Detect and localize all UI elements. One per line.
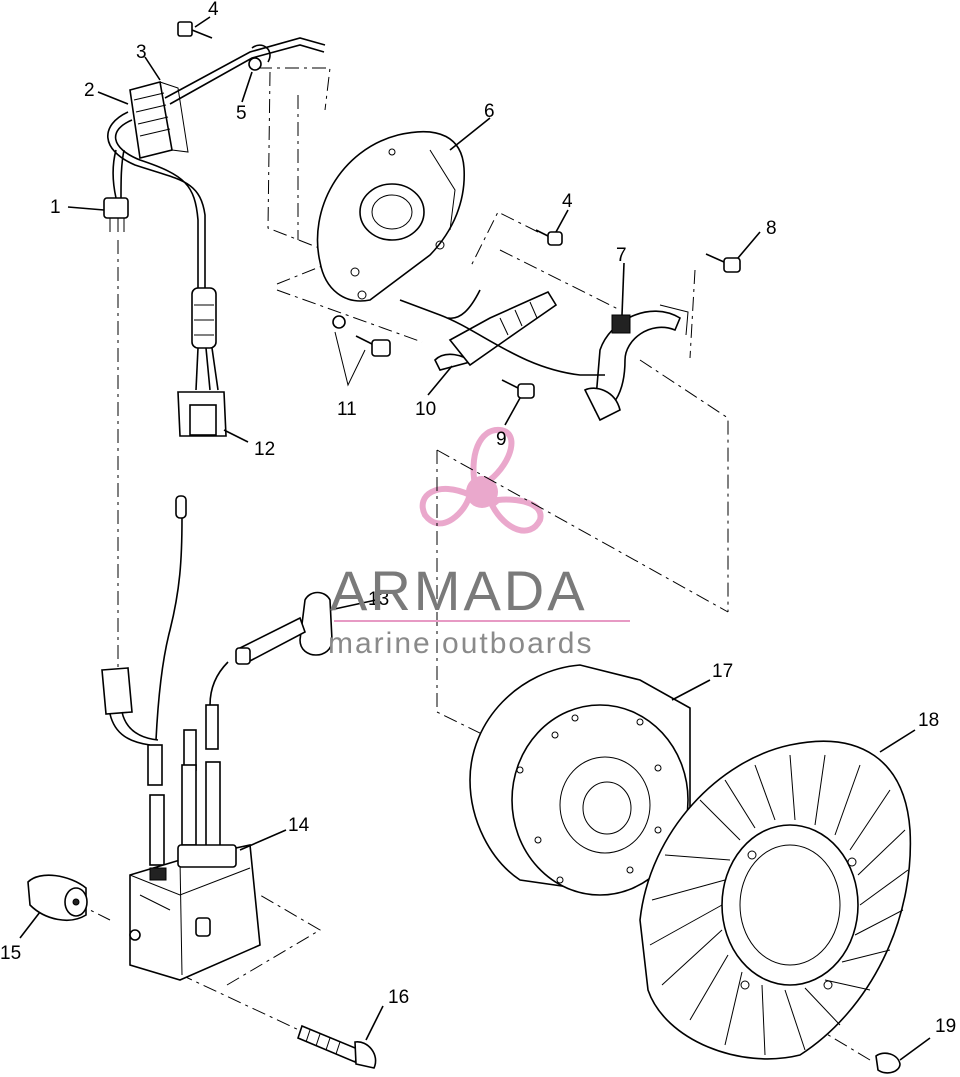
screw-part-19 bbox=[875, 1052, 901, 1074]
stator-plate-part-6 bbox=[316, 130, 465, 302]
bolt-part-16 bbox=[297, 1024, 377, 1069]
fan-part-18 bbox=[639, 740, 912, 1060]
connector-part-1 bbox=[103, 149, 129, 232]
propeller-logo-icon bbox=[419, 426, 544, 534]
watermark-subtitle: marine outboards bbox=[328, 627, 594, 660]
callout-3: 3 bbox=[136, 42, 147, 63]
callout-6: 6 bbox=[484, 101, 495, 122]
callout-16: 16 bbox=[388, 987, 410, 1008]
callout-17: 17 bbox=[712, 661, 734, 682]
callout-8: 8 bbox=[766, 218, 777, 239]
callout-19: 19 bbox=[935, 1016, 957, 1037]
cdi-leads bbox=[147, 704, 221, 866]
fan-fins bbox=[649, 754, 909, 1056]
screw-part-8 bbox=[705, 253, 741, 273]
cdi-unit-part-14 bbox=[129, 844, 261, 981]
callout-5: 5 bbox=[236, 103, 247, 124]
watermark-divider bbox=[334, 620, 630, 622]
callout-11: 11 bbox=[337, 399, 357, 420]
callout-4-top: 4 bbox=[208, 0, 219, 20]
callout-1: 1 bbox=[50, 197, 61, 218]
regulator-part-2 bbox=[129, 81, 189, 159]
cdi-connector bbox=[101, 667, 159, 746]
flywheel-part-17 bbox=[469, 664, 691, 896]
callout-15: 15 bbox=[0, 943, 22, 964]
screw-part-9 bbox=[501, 379, 535, 399]
watermark-title: ARMADA bbox=[330, 559, 588, 622]
assembly-dash-lines bbox=[73, 67, 871, 1061]
callout-12: 12 bbox=[254, 439, 276, 460]
callout-10: 10 bbox=[415, 399, 437, 420]
connector-part-12 bbox=[177, 391, 249, 443]
ignition-wire bbox=[155, 495, 187, 741]
callout-7: 7 bbox=[616, 245, 627, 266]
callout-leaders bbox=[19, 16, 931, 1061]
plug-cap-part-13 bbox=[209, 591, 333, 706]
callout-2: 2 bbox=[84, 80, 95, 101]
callout-13: 13 bbox=[368, 589, 390, 610]
screw-part-4-top bbox=[177, 21, 213, 39]
coil-harness bbox=[191, 287, 219, 391]
mount-part-15 bbox=[27, 874, 88, 921]
callout-18: 18 bbox=[918, 710, 940, 731]
screw-part-11 bbox=[332, 315, 391, 387]
pickup-coil-part-7 bbox=[583, 304, 689, 422]
screw-part-4-mid bbox=[535, 229, 563, 246]
callout-14: 14 bbox=[288, 815, 310, 836]
callout-4-mid: 4 bbox=[562, 191, 573, 212]
charge-coil-part-10 bbox=[399, 289, 605, 376]
wire-harness-part-3 bbox=[107, 37, 326, 290]
clamp-part-5 bbox=[248, 57, 262, 71]
callout-9: 9 bbox=[496, 429, 507, 450]
